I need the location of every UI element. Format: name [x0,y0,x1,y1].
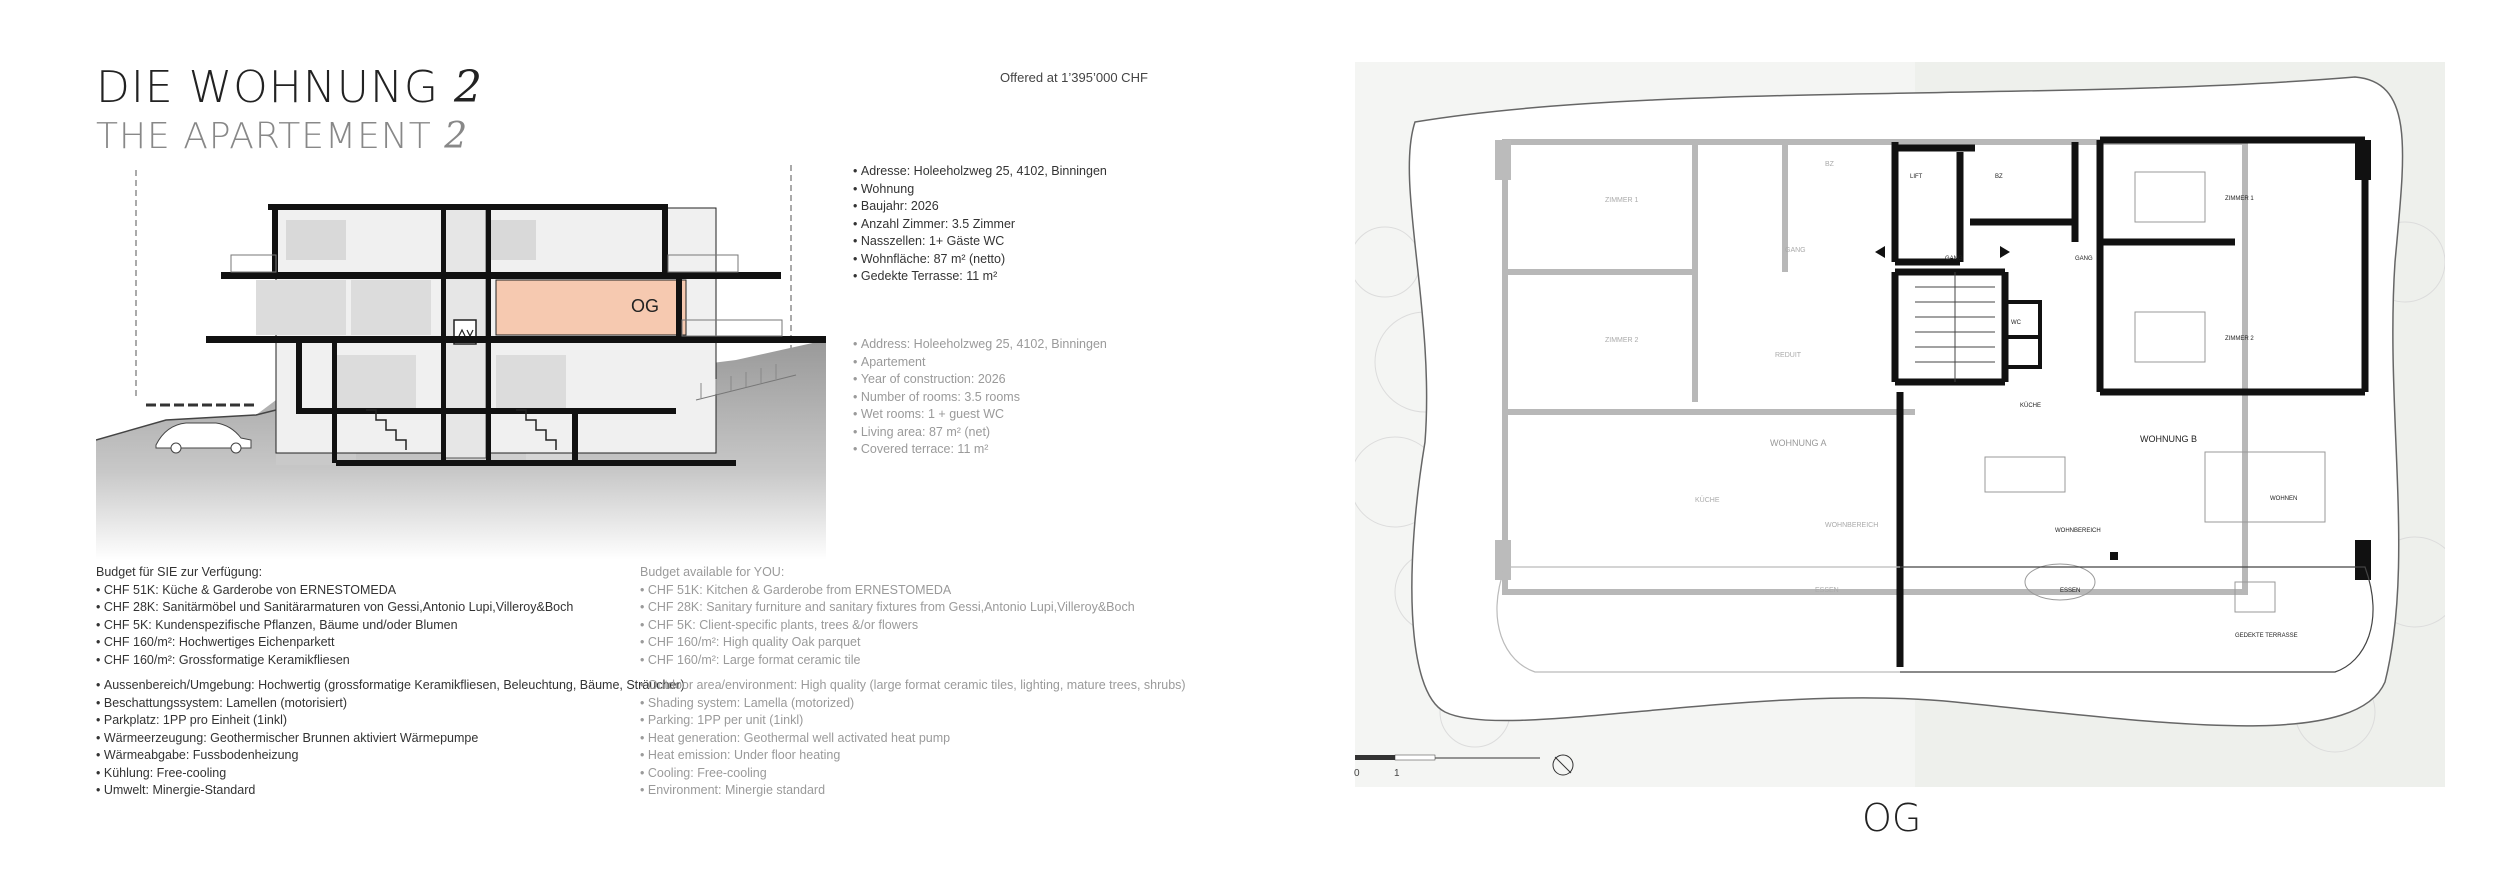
budget-en: Budget available for YOU: CHF 51K: Kitch… [640,564,1186,800]
fact-wetrooms: Nasszellen: 1+ Gäste WC [853,233,1107,251]
floor-plan-title: OG [1862,796,1922,840]
budget-heading-en: Budget available for YOU: [640,565,785,579]
budget-item-en: CHF 5K: Client-specific plants, trees &/… [640,617,1170,635]
wohnung-a-label: WOHNUNG A [1770,438,1827,448]
room-zimmer2: ZIMMER 2 [2225,336,2254,342]
extra-item: Aussenbereich/Umgebung: Hochwertig (gros… [96,677,685,695]
budget-item: CHF 51K: Küche & Garderobe von ERNESTOME… [96,582,616,600]
wohnung-b-label: WOHNUNG B [2140,434,2197,444]
facts-list-de: Adresse: Holeeholzweg 25, 4102, Binninge… [853,163,1107,286]
car-icon [155,422,252,449]
room-zimmer1: ZIMMER 1 [2225,196,2254,202]
extra-item-en: Heat emission: Under floor heating [640,747,1170,765]
room-essen-a: ESSEN [1815,587,1839,594]
budget-item: CHF 160/m²: Hochwertiges Eichenparkett [96,634,616,652]
extra-item: Parkplatz: 1PP pro Einheit (1inkl) [96,712,616,730]
room-kueche-a: KÜCHE [1695,496,1720,504]
room-wohnbereich-a: WOHNBEREICH [1825,522,1878,529]
budget-item: CHF 160/m²: Grossformatige Keramikfliese… [96,652,616,670]
fact-wetrooms-en: Wet rooms: 1 + guest WC [853,406,1107,424]
extra-item: Umwelt: Minergie-Standard [96,782,616,800]
room-terrasse: GEDEKTE TERRASSE [2235,633,2298,639]
extra-item-en: Outdoor area/environment: High quality (… [640,677,1186,695]
fact-type-en: Apartement [853,354,1107,372]
building-section-drawing: OG [96,165,826,560]
budget-item: CHF 28K: Sanitärmöbel und Sanitärarmatur… [96,599,616,617]
extra-item: Wärmeabgabe: Fussbodenheizung [96,747,616,765]
budget-item-en: CHF 51K: Kitchen & Garderobe from ERNEST… [640,582,1170,600]
page-title-en: THE APARTEMENT 2 [96,116,469,157]
scale-bar [1355,754,1540,761]
budget-de: Budget für SIE zur Verfügung: CHF 51K: K… [96,564,685,800]
extra-item-en: Environment: Minergie standard [640,782,1170,800]
budget-item-en: CHF 28K: Sanitary furniture and sanitary… [640,599,1170,617]
room-wohnen: WOHNEN [2270,496,2297,502]
budget-item-en: CHF 160/m²: High quality Oak parquet [640,634,1170,652]
extra-item-en: Parking: 1PP per unit (1inkl) [640,712,1170,730]
room-wohnbereich: WOHNBEREICH [2055,528,2101,534]
fact-address-en: Address: Holeeholzweg 25, 4102, Binninge… [853,336,1107,354]
scale-start: 0 [1354,768,1360,779]
room-bz: BZ [1995,174,2003,180]
extra-item: Kühlung: Free-cooling [96,765,616,783]
budget-item-en: CHF 160/m²: Large format ceramic tile [640,652,1170,670]
room-gang-b: GANG [2075,256,2093,262]
room-zimmer2-a: ZIMMER 2 [1605,337,1639,344]
north-arrow-icon [1552,754,1574,776]
fact-rooms: Anzahl Zimmer: 3.5 Zimmer [853,216,1107,234]
extra-item: Beschattungssystem: Lamellen (motorisier… [96,695,616,713]
fact-area-en: Living area: 87 m² (net) [853,424,1107,442]
extra-item-en: Cooling: Free-cooling [640,765,1170,783]
facts-list-en: Address: Holeeholzweg 25, 4102, Binninge… [853,336,1107,459]
room-essen: ESSEN [2060,588,2080,594]
room-zimmer1-a: ZIMMER 1 [1605,197,1639,204]
offer-price: Offered at 1’395’000 CHF [1000,70,1148,85]
room-bz-a: BZ [1825,161,1835,168]
fact-area: Wohnfläche: 87 m² (netto) [853,251,1107,269]
room-kueche: KÜCHE [2020,402,2041,409]
budget-item: CHF 5K: Kundenspezifische Pflanzen, Bäum… [96,617,616,635]
fact-terrace: Gedekte Terrasse: 11 m² [853,268,1107,286]
title-number: 2 [454,62,483,113]
extra-item: Wärmeerzeugung: Geothermischer Brunnen a… [96,730,616,748]
extra-item-en: Heat generation: Geothermal well activat… [640,730,1170,748]
budget-heading-de: Budget für SIE zur Verfügung: [96,565,263,579]
fact-type: Wohnung [853,181,1107,199]
room-gang-a: GANG [1785,247,1806,254]
room-reduit-a: REDUIT [1775,352,1802,359]
room-wc: WC [2011,320,2022,326]
floor-plan: ZIMMER 1 ZIMMER 2 GANG BZ KÜCHE WOHNBERE… [1355,62,2445,787]
fact-year: Baujahr: 2026 [853,198,1107,216]
fact-terrace-en: Covered terrace: 11 m² [853,441,1107,459]
scale-end: 1 [1394,768,1400,779]
fact-address: Adresse: Holeeholzweg 25, 4102, Binninge… [853,163,1107,181]
room-gang: GANG [1945,256,1963,262]
fact-rooms-en: Number of rooms: 3.5 rooms [853,389,1107,407]
page-title-de: DIE WOHNUNG 2 [96,62,483,113]
staircase [1915,272,1995,382]
extra-item-en: Shading system: Lamella (motorized) [640,695,1170,713]
room-lift: LIFT [1910,174,1923,180]
og-highlight-label: OG [631,296,659,316]
title-number-en: 2 [444,116,469,157]
fact-year-en: Year of construction: 2026 [853,371,1107,389]
